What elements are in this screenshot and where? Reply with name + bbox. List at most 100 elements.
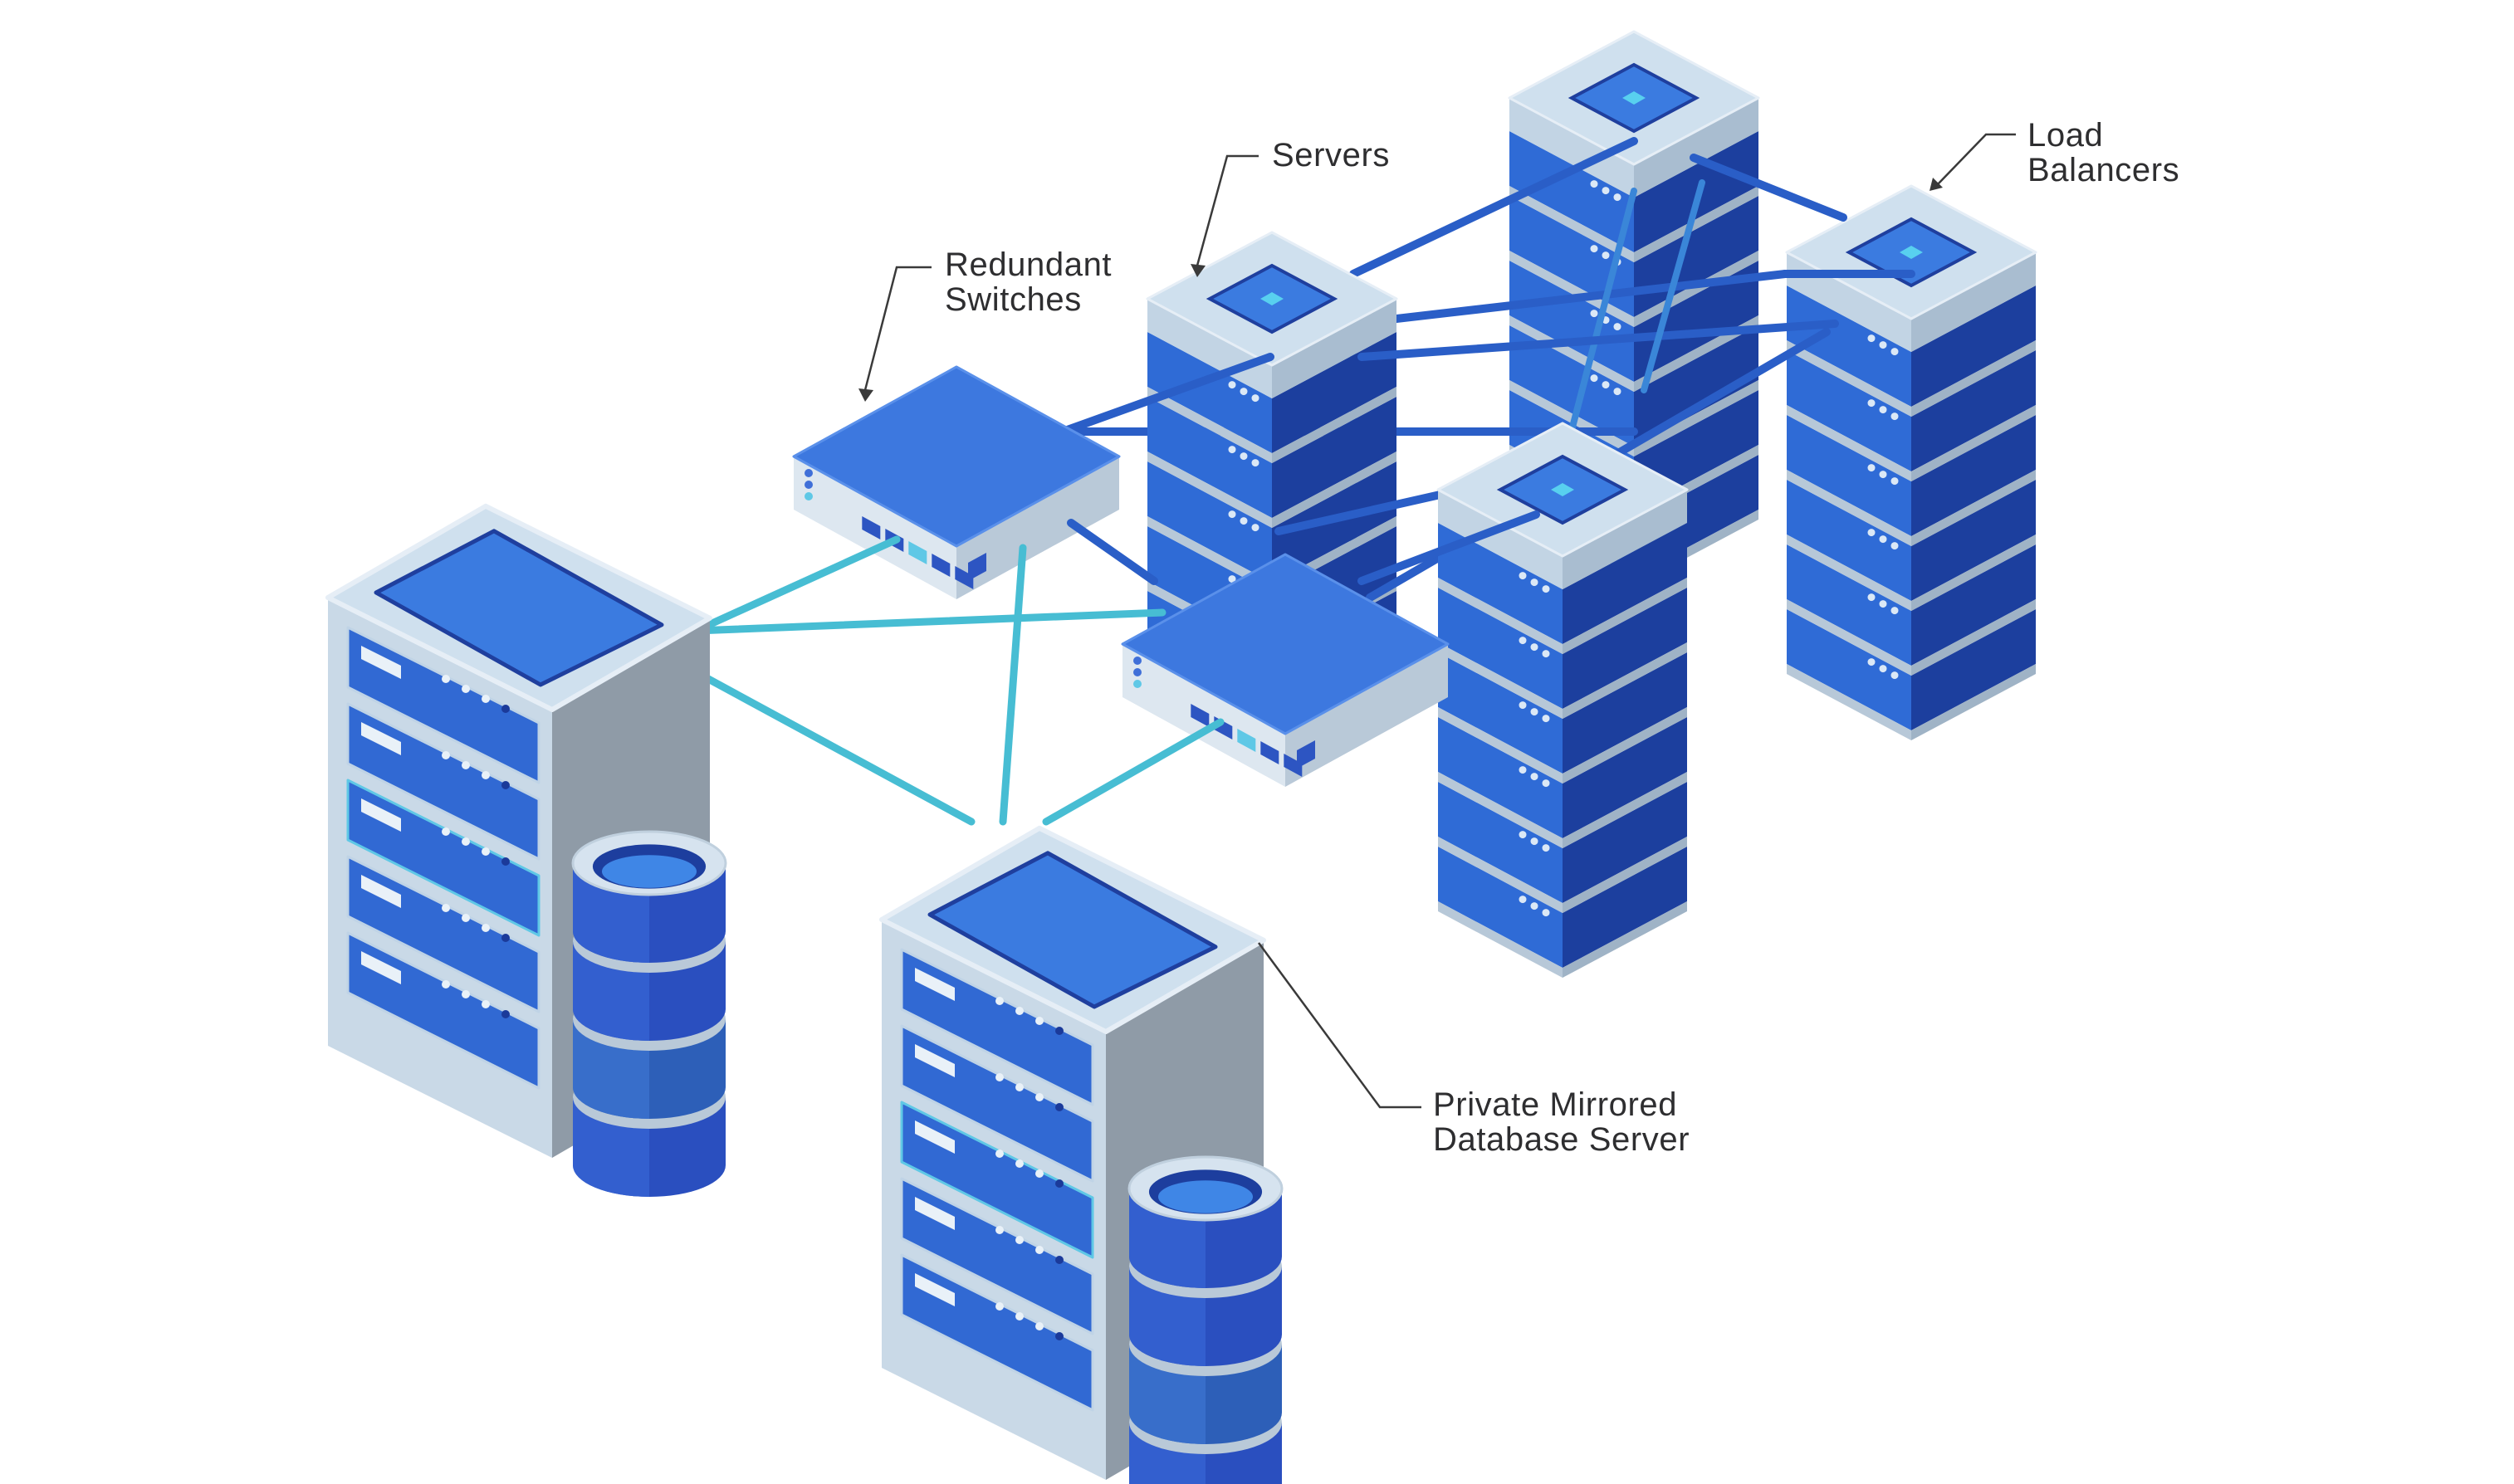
bay-led xyxy=(1055,1332,1064,1340)
cable xyxy=(999,544,1027,826)
server-unit-side xyxy=(1911,609,2036,730)
leader-lines xyxy=(858,133,2016,1109)
server-unit-seam xyxy=(1272,387,1396,463)
server-unit-seam xyxy=(1147,452,1272,528)
leader-load-balancers xyxy=(1937,133,2016,185)
led-dot xyxy=(1240,517,1248,525)
cable xyxy=(1690,154,1847,222)
tower-screen xyxy=(927,851,1218,1009)
led-dot xyxy=(1530,773,1538,781)
server-unit-seam xyxy=(1911,664,2036,740)
server-unit-seam xyxy=(1787,470,1911,546)
bay-led xyxy=(1035,1322,1044,1330)
cable xyxy=(1357,510,1540,585)
server-unit-seam xyxy=(1787,340,1911,417)
bay-handle xyxy=(915,1197,955,1230)
server-unit-seam xyxy=(1634,380,1758,456)
switch-port xyxy=(1237,729,1256,752)
led-dot xyxy=(1251,459,1259,467)
switch-led xyxy=(1133,668,1142,676)
server-unit-seam xyxy=(1147,387,1272,463)
bay-led xyxy=(482,695,490,703)
bay-handle xyxy=(361,951,401,984)
server-unit-front xyxy=(1147,397,1272,518)
server-unit-front xyxy=(1438,588,1563,709)
server-unit-side xyxy=(1563,717,1687,838)
bay-led xyxy=(1035,1246,1044,1254)
led-dot xyxy=(1890,477,1899,486)
bay-led xyxy=(482,924,490,932)
led-dot xyxy=(1890,671,1899,680)
cable xyxy=(1566,188,1637,443)
switch-1 xyxy=(792,365,1121,599)
bay-led xyxy=(501,705,510,713)
bay-handle xyxy=(915,1044,955,1077)
arrowhead xyxy=(1191,264,1206,277)
server-cap-side xyxy=(1272,299,1396,398)
switch-top xyxy=(1121,553,1450,735)
bay-handle xyxy=(361,722,401,755)
bay-handle xyxy=(915,1273,955,1306)
server-unit-front xyxy=(1509,196,1634,317)
server-unit-seam xyxy=(1563,837,1687,913)
led-dot xyxy=(1613,388,1621,396)
led-dot xyxy=(1879,535,1887,544)
switch-port xyxy=(968,553,986,581)
server-unit-seam xyxy=(1563,707,1687,783)
cable xyxy=(1349,137,1638,278)
server-led xyxy=(1551,483,1574,496)
label-private-db: Private Mirrored Database Server xyxy=(1433,1087,1690,1157)
label-servers: Servers xyxy=(1272,138,1390,173)
switch-port xyxy=(1297,740,1315,769)
server-unit-side xyxy=(1911,350,2036,471)
leader-servers xyxy=(1196,154,1259,266)
led-dot xyxy=(1530,837,1538,846)
server-unit-seam xyxy=(1911,405,2036,481)
led-dot xyxy=(1530,643,1538,652)
bay-led xyxy=(1015,1312,1024,1320)
led-dot xyxy=(1879,665,1887,673)
server-unit-front xyxy=(1147,461,1272,583)
led-dot xyxy=(1590,180,1598,188)
bay-led xyxy=(462,837,470,846)
server-unit-seam xyxy=(1272,452,1396,528)
bay-led xyxy=(462,761,470,769)
server-cap-front xyxy=(1509,98,1634,198)
bay-led xyxy=(442,904,450,912)
label-load-balancers: Load Balancers xyxy=(2027,118,2179,188)
db-segment-shade xyxy=(573,863,649,963)
database-right xyxy=(1127,1155,1284,1484)
bay-led xyxy=(442,751,450,759)
led-dot xyxy=(1602,251,1610,260)
server-unit-side xyxy=(1634,325,1758,447)
arrowhead xyxy=(858,388,873,402)
server-unit-side xyxy=(1563,652,1687,774)
cable xyxy=(1042,718,1225,826)
label-line: Switches xyxy=(945,281,1082,318)
bay-led xyxy=(482,847,490,856)
led-dot xyxy=(1530,708,1538,716)
bay-handle xyxy=(361,798,401,832)
db-segment-shade xyxy=(573,1019,649,1119)
led-dot xyxy=(1867,593,1876,602)
led-dot xyxy=(1867,399,1876,408)
server-unit-seam xyxy=(1563,772,1687,848)
led-dot xyxy=(1879,600,1887,608)
cable xyxy=(1357,320,1839,361)
server-unit-side xyxy=(1911,544,2036,666)
label-redundant-switches: Redundant Switches xyxy=(945,247,1112,317)
switch-port xyxy=(1284,754,1303,777)
switch-top xyxy=(792,365,1121,548)
bay-led xyxy=(501,781,510,789)
led-dot xyxy=(1530,578,1538,587)
bay-led xyxy=(482,1000,490,1008)
server-unit-front xyxy=(1438,717,1563,838)
arrowhead xyxy=(1930,178,1943,191)
led-dot xyxy=(1530,902,1538,910)
bay-led xyxy=(482,771,490,779)
db-segment-shade xyxy=(1129,1189,1206,1288)
server-unit-seam xyxy=(1438,772,1563,848)
bay-led xyxy=(995,1226,1004,1234)
bay-led xyxy=(462,990,470,998)
